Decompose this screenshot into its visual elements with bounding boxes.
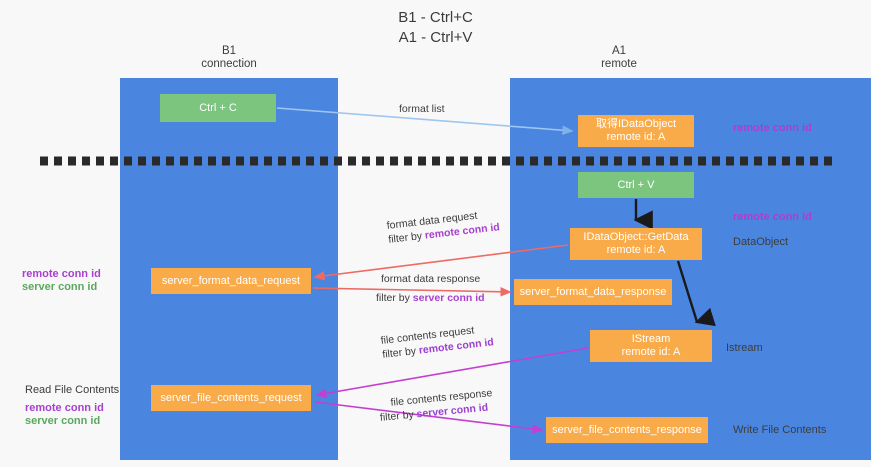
label-read-file-contents: Read File Contents [25,384,120,396]
lane-header-b1: B1 connection [201,45,257,70]
box-istream[interactable]: IStream remote id: A [590,330,712,362]
box-server-file-contents-request-label: server_file_contents_request [160,391,302,404]
box-server-format-data-response[interactable]: server_format_data_response [514,279,672,305]
box-istream-line2: remote id: A [621,346,681,358]
box-server-file-contents-response[interactable]: server_file_contents_response [546,417,708,443]
label-istream: Istream [726,342,763,354]
box-ctrl-v[interactable]: Ctrl + V [578,172,694,198]
box-ctrl-v-label: Ctrl + V [617,178,655,191]
box-idataobject-line2: remote id: A [606,131,666,143]
box-ctrl-c[interactable]: Ctrl + C [160,94,276,122]
caption-format-data-request: format data request filter by remote con… [386,206,500,247]
box-ctrl-c-label: Ctrl + C [199,101,237,114]
label-dataobject: DataObject [733,236,789,248]
caption-format-list-text: format list [399,103,445,115]
label-remote-conn-id-mid: remote conn id [733,211,812,223]
box-idataobject-getdata[interactable]: IDataObject::GetData remote id: A [570,228,702,260]
box-server-file-contents-request[interactable]: server_file_contents_request [151,385,311,411]
label-left-server-conn-id: server conn id [22,281,98,293]
box-idataobject-line1: 取得IDataObject [595,118,677,130]
filter-prefix: filter by [379,408,418,424]
caption-format-list: format list [399,102,445,116]
filter-key-server-conn-id: server conn id [412,292,485,304]
box-idataobject[interactable]: 取得IDataObject remote id: A [578,115,694,147]
box-server-format-data-request-label: server_format_data_request [161,274,301,287]
label-write-file-contents: Write File Contents [733,424,827,436]
box-server-file-contents-response-label: server_file_contents_response [552,423,702,436]
label-left-remote-conn-id-2: remote conn id [25,402,104,414]
label-remote-conn-id-top: remote conn id [733,122,812,134]
box-server-format-data-response-label: server_format_data_response [519,285,667,298]
page-title: B1 - Ctrl+C A1 - Ctrl+V [398,9,473,46]
caption-format-data-response: format data response filter by server co… [376,272,485,305]
filter-prefix: filter by [376,292,413,304]
caption-format-data-response-filter: filter by server conn id [376,291,485,305]
caption-file-contents-response: file contents response filter by server … [378,386,494,425]
box-getdata-line1: IDataObject::GetData [583,231,689,243]
filter-prefix: filter by [387,229,426,246]
filter-prefix: filter by [381,344,420,361]
box-getdata-line2: remote id: A [606,244,666,256]
lane-header-a1: A1 remote [601,45,637,70]
label-left-remote-conn-id: remote conn id [22,268,101,280]
caption-file-contents-request: file contents request filter by remote c… [380,321,494,362]
caption-format-data-response-text: format data response [381,273,481,285]
box-server-format-data-request[interactable]: server_format_data_request [151,268,311,294]
box-istream-line1: IStream [631,333,671,345]
label-left-server-conn-id-2: server conn id [25,415,101,427]
